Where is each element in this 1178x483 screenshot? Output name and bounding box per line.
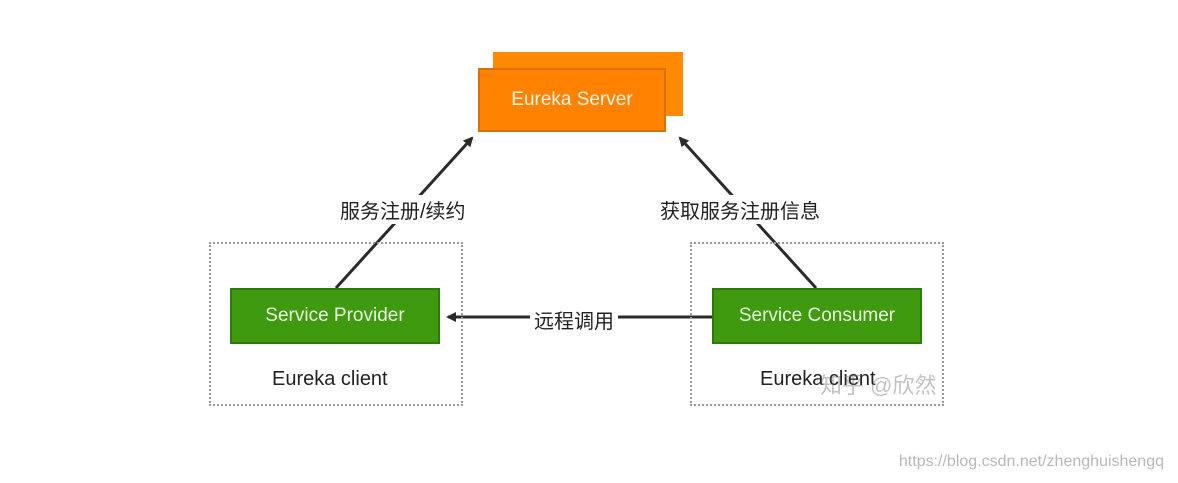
service-consumer-node: Service Consumer: [712, 288, 922, 344]
service-consumer-label: Service Consumer: [738, 305, 896, 326]
consumer-group-label: Eureka client: [760, 368, 876, 390]
source-url-watermark: https://blog.csdn.net/zhenghuishengq: [898, 453, 1164, 470]
provider-client-group: [209, 242, 463, 406]
consumer-client-group: [690, 242, 944, 406]
eureka-server-label: Eureka Server: [511, 89, 633, 110]
remote-call-edge-label: 远程调用: [530, 305, 618, 334]
service-provider-node: Service Provider: [230, 288, 440, 344]
fetch-edge-label: 获取服务注册信息: [656, 195, 824, 224]
service-provider-label: Service Provider: [265, 305, 405, 326]
eureka-server-node: Eureka Server: [478, 68, 666, 132]
register-edge-label: 服务注册/续约: [336, 195, 470, 224]
provider-group-label: Eureka client: [272, 368, 388, 390]
zhihu-watermark: 知乎 @欣然: [820, 373, 937, 398]
